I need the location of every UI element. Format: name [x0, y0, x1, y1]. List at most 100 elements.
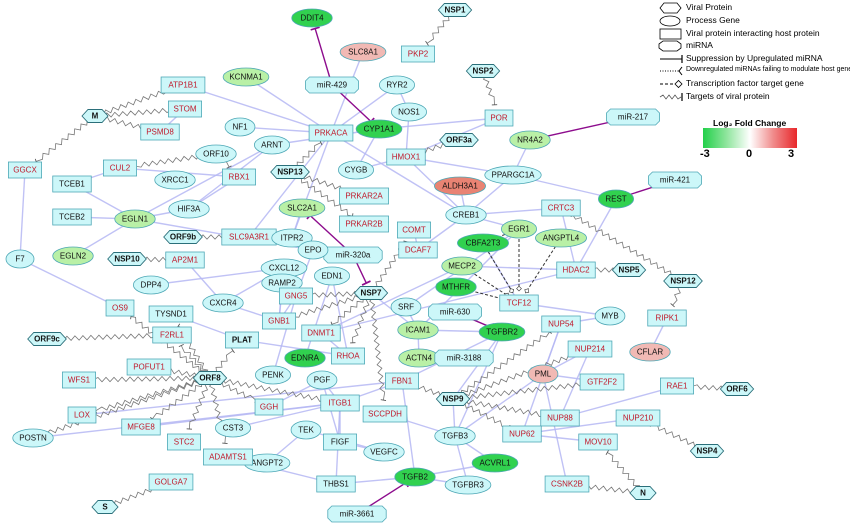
- node-label-gng5: GNG5: [285, 292, 308, 301]
- node-shape-nup210: [615, 409, 661, 427]
- node-shape-fbn1: [384, 372, 419, 390]
- node-label-tgfbr2: TGFBR2: [486, 328, 518, 337]
- node-nsp5: NSP5: [611, 263, 647, 277]
- node-gtf2f2: GTF2F2: [579, 373, 625, 391]
- ppi-edge-postn-itgb1: [32, 402, 341, 439]
- node-label-nsp9: NSP9: [443, 395, 464, 404]
- node-label-stc2: STC2: [174, 438, 195, 447]
- node-shape-arnt: [253, 135, 290, 155]
- node-slc8a1: SLC8A1: [339, 42, 387, 62]
- node-mir-630: miR-630: [428, 303, 482, 321]
- node-label-cbfa2t3: CBFA2T3: [466, 239, 501, 248]
- node-label-rbx1: RBX1: [229, 173, 250, 182]
- node-label-nup214: NUP214: [575, 345, 606, 354]
- node-label-angpt2: ANGPT2: [251, 459, 284, 468]
- node-shape-csnk2b: [544, 475, 590, 493]
- node-mir-3188: miR-3188: [434, 349, 494, 367]
- node-ap2m1: AP2M1: [165, 251, 205, 269]
- node-label-m: M: [92, 112, 99, 121]
- node-adamts1: ADAMTS1: [203, 448, 253, 466]
- node-figf: FIGF: [322, 433, 357, 451]
- node-label-figf: FIGF: [331, 438, 349, 447]
- viral-edge-nsp9-nup88: [452, 397, 548, 419]
- node-label-rest: REST: [605, 195, 626, 204]
- node-label-slc2a1: SLC2A1: [287, 204, 317, 213]
- viral-edge-orf8-os9: [130, 313, 211, 379]
- node-label-pgf: PGF: [314, 376, 331, 385]
- node-mir-320a: miR-320a: [323, 246, 383, 264]
- node-thbs1: THBS1: [316, 475, 356, 493]
- node-f7: F7: [5, 249, 35, 269]
- node-label-acvrl1: ACVRL1: [479, 459, 511, 468]
- node-shape-egln1: [114, 209, 156, 229]
- node-nup88: NUP88: [540, 409, 580, 427]
- node-label-arnt: ARNT: [261, 141, 283, 150]
- node-shape-penk: [254, 365, 291, 385]
- node-label-mir-630: miR-630: [440, 308, 471, 317]
- node-plat: PLAT: [224, 331, 259, 349]
- node-label-pkp2: PKP2: [408, 50, 429, 59]
- node-hdac2: HDAC2: [556, 261, 596, 279]
- node-hif3a: HIF3A: [168, 199, 210, 219]
- node-shape-nsp7: [353, 286, 389, 300]
- node-prkar2b: PRKAR2B: [339, 215, 389, 233]
- node-shape-hmox1: [386, 148, 426, 166]
- ppi-edge-ggcx-f7: [19, 169, 26, 260]
- viral-edge-m-stom: [94, 107, 173, 119]
- node-pgf: PGF: [306, 370, 338, 390]
- node-shape-mir-421: [648, 171, 702, 189]
- node-icam1: ICAM1: [397, 320, 439, 340]
- node-tgfb2: TGFB2: [394, 467, 436, 487]
- node-nsp4: NSP4: [689, 444, 725, 458]
- node-shape-nsp13: [270, 165, 310, 179]
- node-label-edn1: EDN1: [321, 272, 343, 281]
- node-label-dcaf7: DCAF7: [405, 246, 432, 255]
- node-orf6: ORF6: [719, 382, 755, 396]
- node-label-penk: PENK: [262, 371, 284, 380]
- lfc-tick-mid: 0: [746, 148, 753, 160]
- node-shape-rae1: [660, 377, 695, 395]
- node-aldh3a1: ALDH3A1: [434, 176, 486, 196]
- node-label-nup210: NUP210: [623, 414, 654, 423]
- node-cbfa2t3: CBFA2T3: [457, 233, 509, 253]
- node-label-ggcx: GGCX: [13, 166, 37, 175]
- legend-symbol-ellipse: [659, 15, 681, 27]
- legend-symbol-tline: [660, 55, 683, 63]
- node-label-ramp2: RAMP2: [268, 279, 296, 288]
- node-fbn1: FBN1: [384, 372, 419, 390]
- node-shape-tceb1: [52, 175, 92, 193]
- node-label-nos1: NOS1: [398, 108, 420, 117]
- node-label-orf9c: ORF9c: [34, 335, 60, 344]
- node-shape-slc2a1: [278, 198, 326, 218]
- node-label-vegfc: VEGFC: [370, 448, 398, 457]
- node-shape-egln2: [52, 246, 94, 266]
- node-ddit4: DDIT4: [291, 8, 333, 28]
- node-label-mir-320a: miR-320a: [336, 251, 371, 260]
- legend-label: Viral protein interacting host protein: [686, 28, 820, 38]
- node-label-gtf2f2: GTF2F2: [587, 378, 617, 387]
- ppi-edge-edn1-ednra: [304, 275, 333, 359]
- ppi-edge-pml-tgfb3: [454, 373, 544, 437]
- viral-edge-orf8-itgb1: [209, 376, 328, 404]
- node-sccpdh: SCCPDH: [362, 405, 408, 423]
- node-label-itgb1: ITGB1: [328, 399, 352, 408]
- node-label-prkar2b: PRKAR2B: [345, 220, 382, 229]
- node-shape-tceb2: [52, 208, 92, 226]
- node-label-mir-3188: miR-3188: [447, 354, 482, 363]
- node-shape-srf: [390, 297, 422, 317]
- lfc-tick-max: 3: [788, 148, 795, 160]
- node-gng5: GNG5: [278, 287, 313, 305]
- legend-symbol-oct: [658, 40, 682, 52]
- node-shape-vegfc: [363, 442, 405, 462]
- node-nf1: NF1: [224, 117, 256, 137]
- node-label-gnb1: GNB1: [268, 317, 290, 326]
- node-shape-gng5: [278, 287, 313, 305]
- node-shape-sccpdh: [362, 405, 408, 423]
- node-mfge8: MFGE8: [121, 418, 161, 436]
- node-cxcr4: CXCR4: [202, 293, 244, 313]
- node-shape-m: [81, 109, 109, 123]
- node-shape-itpr2: [271, 228, 313, 248]
- node-label-f2rl1: F2RL1: [160, 331, 185, 340]
- node-shape-atp1b1: [160, 76, 206, 94]
